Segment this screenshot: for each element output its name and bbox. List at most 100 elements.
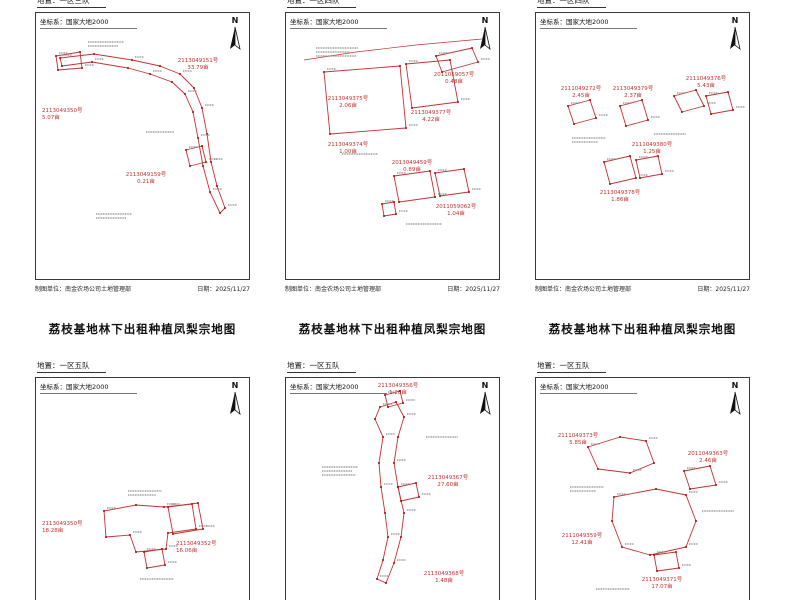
parcel-map: 2113049151号 33.79亩 2113049350号 5.07亩 211… — [42, 41, 237, 219]
parcel-polygon — [185, 145, 207, 167]
map-frame: 坐标系：国家大地2000 N 21130491 — [35, 12, 250, 280]
parcel-area-label: 2.37亩 — [624, 91, 642, 99]
panel-bottom-left: 荔枝基地林下出租种植凤梨宗地图 地置：一区五队 坐标系：国家大地2000 N — [35, 321, 250, 600]
parcel-id-label: 2011059062号 — [436, 203, 477, 210]
north-arrow-icon — [480, 26, 491, 51]
parcel-polygon — [587, 436, 655, 474]
parcel-area-label: 27.60亩 — [437, 480, 459, 488]
panel-bottom-middle: 荔枝基地林下出租种植凤梨宗地图 地置：一区五队 坐标系：国家大地2000 N — [285, 321, 500, 600]
north-label: N — [231, 381, 239, 390]
parcel-polygon — [393, 170, 436, 203]
parcel-polygon — [435, 47, 479, 73]
parcel-area-label: 33.79亩 — [187, 63, 209, 71]
location-label: 地置：一区四队 — [537, 0, 606, 8]
north-arrow-icon — [730, 26, 741, 51]
tiny-coordinate-text-block — [128, 490, 174, 580]
parcel-area-label: 2.06亩 — [339, 101, 357, 109]
parcel-polygon — [683, 465, 717, 490]
parcel-id-label: 2113049350号 — [42, 520, 83, 527]
parcel-id-label: 2111049359号 — [562, 532, 603, 539]
map-caption: 制图单位：南金农场公司土地管理部 日期：2025/11/27 — [35, 284, 250, 293]
parcel-id-label: 2113049350号 — [42, 107, 83, 114]
north-label: N — [731, 16, 739, 25]
location-label: 地置：一区五队 — [37, 361, 106, 373]
parcel-id-label: 2113049356号 — [378, 382, 419, 389]
tiny-coordinate-text-block — [88, 41, 174, 219]
parcel-area-label: 5.07亩 — [42, 113, 60, 121]
panel-top-left: 地置：一区三队 坐标系：国家大地2000 N — [35, 0, 250, 293]
parcel-area-label: 2.46亩 — [699, 456, 717, 464]
location-label: 地置：一区五队 — [287, 361, 356, 373]
map-title: 荔枝基地林下出租种植凤梨宗地图 — [48, 322, 237, 336]
coordinate-system-label: 坐标系：国家大地2000 — [40, 16, 137, 29]
parcel-area-label: 5.85亩 — [569, 438, 587, 446]
parcel-area-label: 16.06亩 — [176, 546, 198, 554]
tiny-coordinate-text-block — [572, 133, 686, 143]
parcel-polygon — [397, 482, 420, 502]
north-label: N — [481, 16, 489, 25]
parcel-id-label: 2113049379号 — [613, 85, 654, 92]
parcel-area-label: 1.00亩 — [339, 147, 357, 155]
parcel-area-label: 1.28亩 — [389, 388, 407, 396]
location-label: 地置：一区五队 — [537, 361, 606, 373]
parcel-map: 2111049373号 5.85亩 2011049363号 2.46亩 2111… — [558, 432, 734, 590]
parcel-id-label: 2113049367号 — [428, 474, 469, 481]
mapping-unit-label: 制图单位：南金农场公司土地管理部 — [535, 286, 632, 293]
parcel-id-label: 2013049459号 — [392, 159, 433, 166]
coordinate-system-label: 坐标系：国家大地2000 — [290, 381, 387, 394]
parcel-map: 2113049375号 2.06亩 2011059057号 0.48亩 2113… — [303, 38, 490, 225]
parcel-polygon — [619, 99, 649, 127]
parcel-map: 2111049272号 2.45亩 2113049379号 2.37亩 2111… — [561, 75, 745, 203]
panel-bottom-right: 荔枝基地林下出租种植凤梨宗地图 地置：一区五队 坐标系：国家大地2000 N — [535, 321, 750, 600]
parcel-id-label: 2113049374号 — [328, 141, 369, 148]
north-arrow: N — [227, 17, 243, 55]
north-arrow-icon — [480, 391, 491, 416]
location-label: 地置：一区三队 — [37, 0, 106, 8]
parcel-area-label: 17.07亩 — [651, 582, 673, 590]
map-date-label: 日期：2025/11/27 — [447, 286, 500, 293]
parcel-area-label: 12.41亩 — [571, 538, 593, 546]
parcel-id-label: 2113049375号 — [328, 95, 369, 102]
map-frame: 坐标系：国家大地2000 N 2111049373 — [535, 377, 750, 600]
tiny-coordinate-text-block — [322, 436, 458, 476]
map-date-label: 日期：2025/11/27 — [197, 286, 250, 293]
parcel-id-label: 2111049380号 — [632, 141, 673, 148]
parcel-area-label: 18.28亩 — [42, 526, 64, 534]
coordinate-system-label: 坐标系：国家大地2000 — [540, 381, 637, 394]
boundary-line — [303, 38, 483, 61]
parcel-area-label: 1.04亩 — [447, 209, 465, 217]
parcel-id-label: 2113049378号 — [600, 189, 641, 196]
location-label: 地置：一区四队 — [287, 0, 356, 8]
mapping-unit-label: 制图单位：南金农场公司土地管理部 — [285, 286, 382, 293]
tiny-coordinate-text-block — [570, 486, 734, 590]
parcel-polygon — [673, 89, 705, 113]
coordinate-system-label: 坐标系：国家大地2000 — [540, 16, 637, 29]
north-label: N — [481, 381, 489, 390]
parcel-polygon — [611, 488, 697, 556]
parcel-id-label: 2111049376号 — [686, 75, 727, 82]
map-title: 荔枝基地林下出租种植凤梨宗地图 — [298, 322, 487, 336]
north-label: N — [231, 16, 239, 25]
north-arrow-icon — [730, 391, 741, 416]
tiny-coordinate-text-block — [316, 47, 442, 225]
parcel-polygon — [653, 551, 680, 572]
parcel-polygon — [567, 99, 597, 125]
parcel-area-label: 4.22亩 — [422, 115, 440, 123]
parcel-area-label: 1.48亩 — [435, 576, 453, 584]
parcel-map: 2113049356号 1.28亩 2113049367号 27.60亩 211… — [322, 382, 469, 584]
parcel-id-label: 2113049352号 — [176, 540, 217, 547]
north-arrow: N — [227, 382, 243, 420]
map-frame: 坐标系：国家大地2000 N 21130493 — [285, 377, 500, 600]
mapping-unit-label: 制图单位：南金农场公司土地管理部 — [35, 286, 132, 293]
north-arrow: N — [727, 382, 743, 420]
map-caption: 制图单位：南金农场公司土地管理部 日期：2025/11/27 — [535, 284, 750, 293]
coordinate-system-label: 坐标系：国家大地2000 — [290, 16, 387, 29]
panel-top-middle: 地置：一区四队 坐标系：国家大地2000 N — [285, 0, 500, 293]
parcel-polygon — [434, 168, 470, 197]
parcel-map: 2113049350号 18.28亩 2113049352号 16.06亩 — [42, 490, 217, 580]
parcel-area-label: 0.21亩 — [137, 177, 155, 185]
parcel-polygon — [59, 53, 226, 214]
map-date-label: 日期：2025/11/27 — [697, 286, 750, 293]
parcel-polygon — [167, 502, 204, 535]
